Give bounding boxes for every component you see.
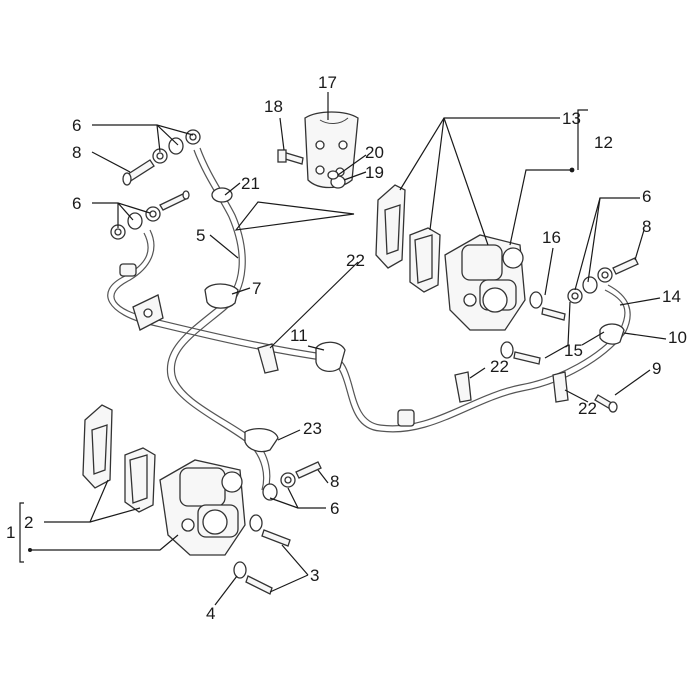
upper-right-banjo-fittings	[567, 257, 639, 413]
callout-9: 9	[652, 359, 661, 378]
callout-11: 11	[290, 326, 308, 345]
callout-22: 22	[490, 357, 509, 376]
callout-14: 14	[662, 287, 681, 306]
callout-22: 22	[578, 399, 597, 418]
callout-23: 23	[303, 419, 322, 438]
callout-8: 8	[72, 143, 81, 162]
callout-8: 8	[330, 472, 339, 491]
upper-right-caliper-assembly	[375, 184, 566, 365]
callout-7: 7	[252, 279, 261, 298]
callout-3: 3	[310, 566, 319, 585]
callout-4: 4	[206, 604, 215, 623]
callout-10: 10	[668, 328, 687, 347]
hose-clamps	[204, 187, 625, 453]
callout-13: 13	[562, 109, 581, 128]
callout-labels: 6 8 6 5 7 21 18 17 20 19 22 11 13 12 16 …	[6, 73, 687, 623]
callout-8: 8	[642, 217, 651, 236]
callout-20: 20	[365, 143, 384, 162]
callout-15: 15	[564, 341, 583, 360]
callout-22: 22	[346, 251, 365, 270]
callout-12: 12	[594, 133, 613, 152]
upper-left-banjo-fittings	[110, 129, 201, 331]
callout-6: 6	[642, 187, 651, 206]
leader-lines	[19, 92, 667, 606]
callout-21: 21	[241, 174, 260, 193]
callout-5: 5	[196, 226, 205, 245]
callout-1: 1	[6, 523, 15, 542]
callout-16: 16	[542, 228, 561, 247]
callout-6: 6	[72, 116, 81, 135]
lower-left-caliper-assembly	[82, 404, 322, 595]
callout-dot-12	[569, 167, 575, 173]
caliper-bracket-17	[277, 111, 359, 189]
callout-6: 6	[72, 194, 81, 213]
callout-2: 2	[24, 513, 33, 532]
callout-18: 18	[264, 97, 283, 116]
callout-19: 19	[365, 163, 384, 182]
callout-dot-1	[28, 548, 32, 552]
callout-17: 17	[318, 73, 337, 92]
callout-6: 6	[330, 499, 339, 518]
